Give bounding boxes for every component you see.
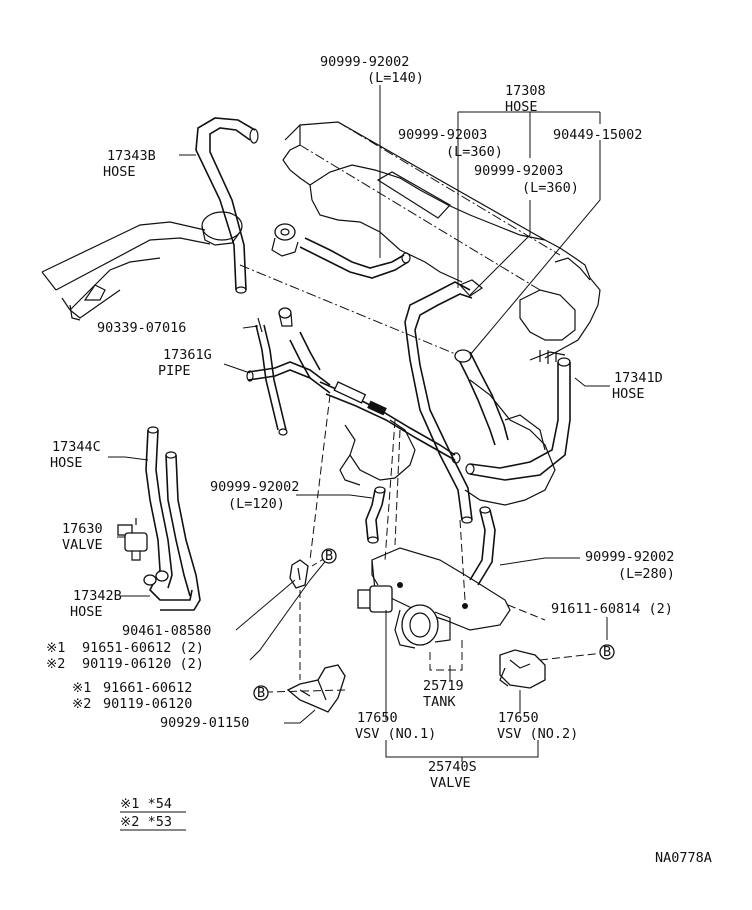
label-clamp-90461: 90461-08580 bbox=[122, 623, 211, 639]
hose-l140-drawing bbox=[271, 223, 411, 279]
assembly-guide-lines bbox=[267, 394, 613, 693]
engine-block-drawing bbox=[239, 121, 601, 506]
label-hose-360b-part: 90999-92003 bbox=[474, 163, 563, 179]
label-hose-17344c-name: HOSE bbox=[50, 455, 83, 471]
label-plug-90339: 90339-07016 bbox=[97, 320, 186, 336]
label-hose-17342b-part: 17342B bbox=[73, 588, 122, 604]
footnote-1: ※1 *54 bbox=[120, 796, 172, 812]
label-tank-25719-part: 25719 bbox=[423, 678, 464, 694]
label-hose-360a-length: (L=360) bbox=[446, 144, 503, 160]
label-valve-25740s-name: VALVE bbox=[430, 775, 471, 791]
label-vsv1-part: 17650 bbox=[357, 710, 398, 726]
label-valve-25740s-part: 25740S bbox=[428, 759, 477, 775]
footnote-2: ※2 *53 bbox=[120, 814, 172, 830]
label-bolt-s2-part: 90119-06120 bbox=[103, 696, 192, 712]
label-bolt-91611: 91611-60814 (2) bbox=[551, 601, 673, 617]
label-hose-360b-length: (L=360) bbox=[522, 180, 579, 196]
label-tank-25719-name: TANK bbox=[423, 694, 456, 710]
footnotes: ※1 *54 ※2 *53 bbox=[120, 796, 186, 831]
label-hose-17344c-part: 17344C bbox=[52, 439, 101, 455]
reference-markers bbox=[253, 548, 615, 701]
vsv-no2-drawing bbox=[499, 649, 546, 689]
valve-17630-drawing bbox=[117, 518, 148, 561]
figure-code: NA0778A bbox=[655, 850, 712, 866]
label-bolt-s1-mark: ※1 bbox=[72, 680, 91, 696]
label-hose-17342b-name: HOSE bbox=[70, 604, 103, 620]
pipe-17361g-drawing bbox=[246, 307, 461, 464]
label-vsv2-part: 17650 bbox=[498, 710, 539, 726]
label-bolt-r2-part: 90119-06120 (2) bbox=[82, 656, 204, 672]
label-pipe-17361g-part: 17361G bbox=[163, 347, 212, 363]
hose-17341d-drawing bbox=[465, 357, 571, 481]
hose-17344c-drawing bbox=[143, 426, 201, 611]
label-hose-l140-length: (L=140) bbox=[367, 70, 424, 86]
label-bolt-s2-mark: ※2 bbox=[72, 696, 91, 712]
clamp-drawings bbox=[286, 559, 346, 713]
label-bolt-r1-mark: ※1 bbox=[46, 640, 65, 656]
label-vsv2-name: VSV (NO.2) bbox=[497, 726, 578, 742]
leader-lines bbox=[108, 85, 610, 762]
hose-17308-drawing bbox=[404, 279, 509, 524]
label-bolt-r2-mark: ※2 bbox=[46, 656, 65, 672]
label-bolt-r1-part: 91651-60612 (2) bbox=[82, 640, 204, 656]
label-pipe-17361g-name: PIPE bbox=[158, 363, 191, 379]
label-hose-17308-name: HOSE bbox=[505, 99, 538, 115]
label-hose-17341d-part: 17341D bbox=[614, 370, 663, 386]
hose-17343b-drawing bbox=[195, 117, 259, 294]
label-clamp-90929: 90929-01150 bbox=[160, 715, 249, 731]
label-vsv1-name: VSV (NO.1) bbox=[355, 726, 436, 742]
label-hose-l280-length: (L=280) bbox=[618, 566, 675, 582]
label-hose-l120-length: (L=120) bbox=[228, 496, 285, 512]
ref-marker-b-3: B bbox=[603, 644, 611, 660]
label-valve-17630-name: VALVE bbox=[62, 537, 103, 553]
hose-l280-drawing bbox=[469, 506, 496, 586]
ref-marker-b-1: B bbox=[325, 548, 333, 564]
label-valve-17630-part: 17630 bbox=[62, 521, 103, 537]
vsv-bracket-drawing bbox=[357, 547, 511, 649]
label-clip-90449: 90449-15002 bbox=[553, 127, 642, 143]
label-hose-l120-part: 90999-92002 bbox=[210, 479, 299, 495]
label-hose-17308-part: 17308 bbox=[505, 83, 546, 99]
air-intake-bracket-drawing bbox=[41, 211, 243, 321]
label-hose-360a-part: 90999-92003 bbox=[398, 127, 487, 143]
hose-l120-drawing bbox=[365, 486, 386, 544]
label-hose-17343b-name: HOSE bbox=[103, 164, 136, 180]
label-hose-17343b-part: 17343B bbox=[107, 148, 156, 164]
label-bolt-s1-part: 91661-60612 bbox=[103, 680, 192, 696]
label-hose-l280-part: 90999-92002 bbox=[585, 549, 674, 565]
label-hose-17341d-name: HOSE bbox=[612, 386, 645, 402]
ref-marker-b-2: B bbox=[257, 685, 265, 701]
label-hose-l140-part: 90999-92002 bbox=[320, 54, 409, 70]
